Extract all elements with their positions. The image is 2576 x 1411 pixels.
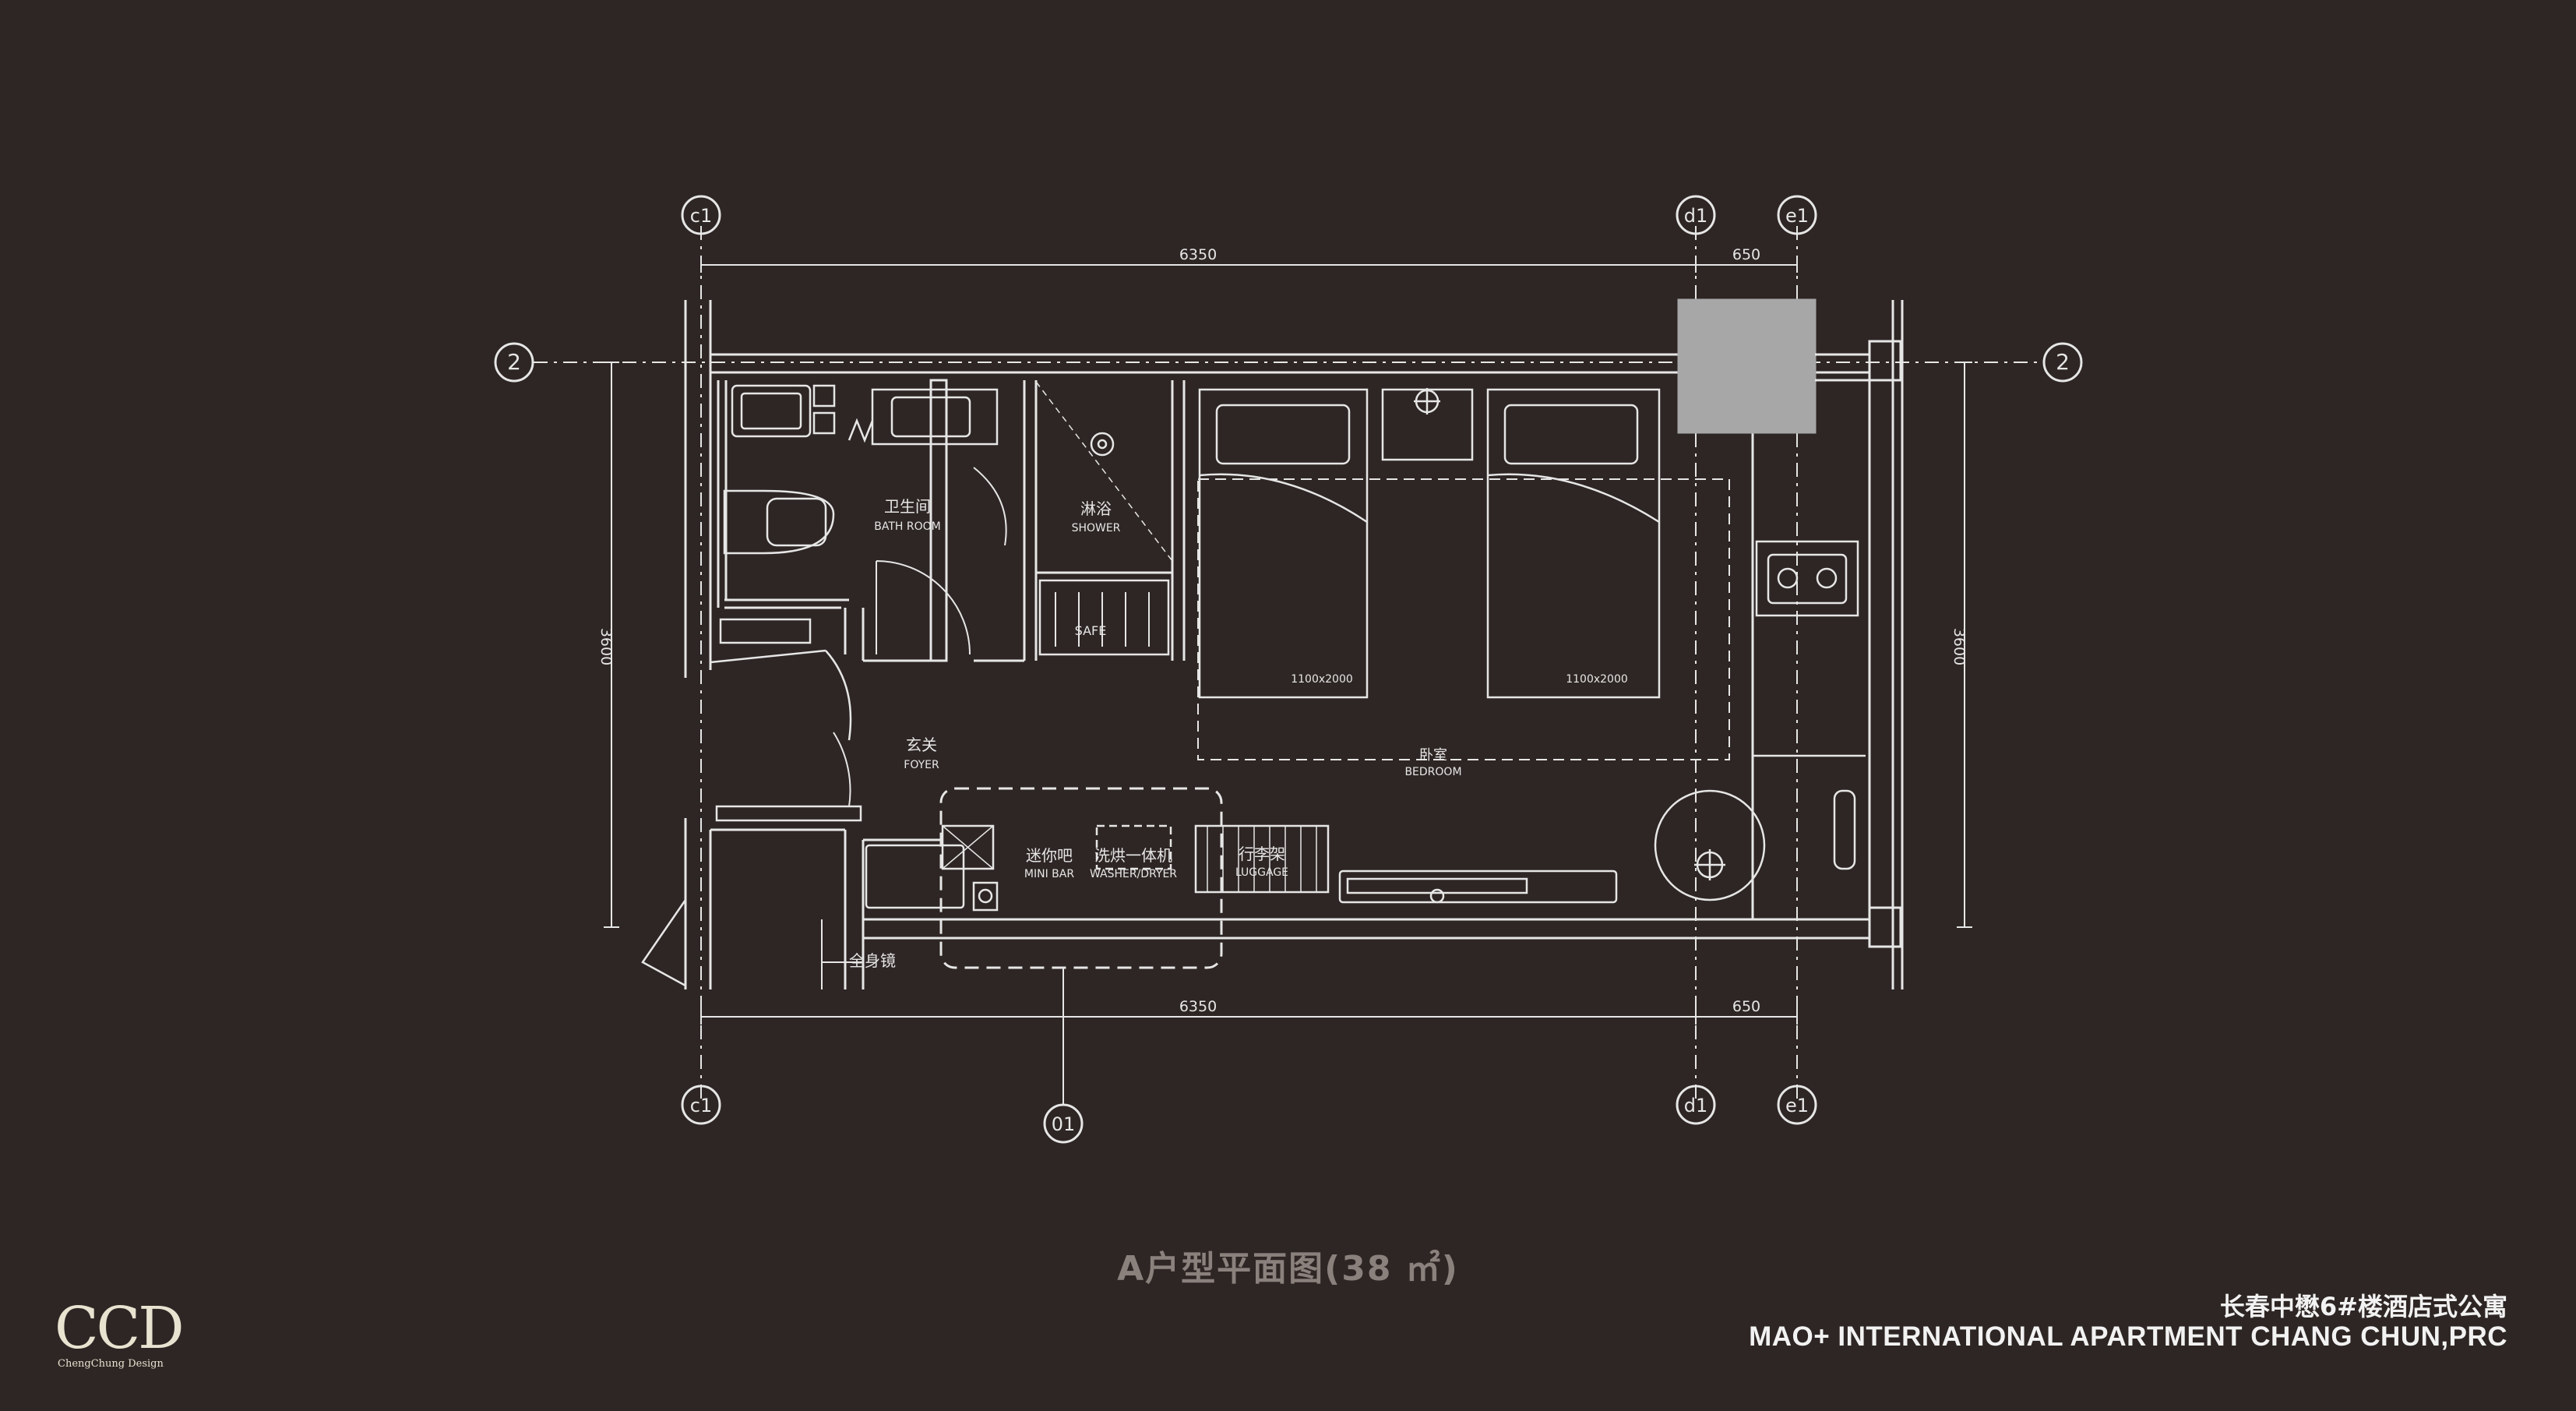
toilet-icon: [723, 489, 835, 555]
bedroom-furniture: [939, 388, 1866, 1105]
plan-title: A户型平面图(38 ㎡): [1117, 1249, 1459, 1289]
label-shower-cn: 淋浴: [1080, 499, 1112, 518]
grid-label-01: 01: [1052, 1113, 1076, 1135]
blanket-1: [1199, 473, 1368, 524]
grid-label-e1-top: e1: [1785, 205, 1809, 227]
label-washer-en: WASHER/DRYER: [1090, 868, 1177, 880]
dim-right-height: 3600: [1951, 628, 1968, 665]
bed-1: [1198, 388, 1369, 699]
grid-bubble-d1-bottom: [1676, 1085, 1716, 1125]
bathtub-icon: [731, 384, 812, 438]
dim-bottom-main: 6350: [1179, 998, 1217, 1015]
dim-top-side: 650: [1732, 246, 1760, 263]
grid-bubble-2-left: [494, 342, 534, 383]
grid-bubble-d1-top: [1676, 195, 1716, 235]
kitchenette-sink: [1755, 540, 1859, 617]
grid-label-d1-top: d1: [1684, 205, 1708, 227]
grid-bubble-2-right: [2042, 342, 2083, 383]
grid-axes: c1 d1 e1 c1 d1 e1 01 2 2: [494, 195, 2083, 1144]
outlet-icon: [812, 384, 836, 407]
label-bathroom-en: BATH ROOM: [874, 520, 940, 533]
pillow-1: [1215, 404, 1351, 465]
grid-bubble-c1-top: [681, 195, 721, 235]
grid-label-c1-bottom: c1: [690, 1095, 712, 1116]
small-box: [972, 881, 999, 912]
carpet-outline: [1197, 478, 1730, 760]
label-shower-en: SHOWER: [1072, 522, 1121, 534]
grid-label-2-left: 2: [507, 349, 521, 375]
bathroom-door-swing: [876, 560, 971, 655]
label-minibar-en: MINI BAR: [1024, 868, 1074, 880]
wardrobe-unit: [865, 844, 965, 909]
label-bed-1-size: 1100x2000: [1291, 673, 1353, 686]
grid-bubble-c1-bottom: [681, 1085, 721, 1125]
label-mirror-cn: 全身镜: [849, 951, 896, 970]
dimension-lines: 6350 650 6350 650 3600 3600: [597, 246, 1972, 1025]
dim-top-main: 6350: [1179, 246, 1217, 263]
safe-cabinet: [1038, 579, 1170, 656]
grid-label-2-right: 2: [2056, 349, 2070, 375]
label-minibar-cn: 迷你吧: [1026, 846, 1073, 865]
label-bed-2-size: 1100x2000: [1566, 673, 1628, 686]
armchair: [1654, 789, 1766, 901]
ccd-logo-subtitle: ChengChung Design: [58, 1358, 164, 1370]
counter-strip: [719, 618, 812, 644]
project-name-cn: 长春中懋6#楼酒店式公寓: [2219, 1292, 2507, 1321]
grid-label-d1-bottom: d1: [1684, 1095, 1708, 1116]
label-luggage-en: LUGGAGE: [1235, 866, 1288, 879]
label-foyer-en: FOYER: [904, 759, 939, 771]
bed-2: [1486, 388, 1661, 699]
dim-left-height: 3600: [597, 628, 615, 665]
label-washer-cn: 洗烘一体机: [1094, 846, 1172, 865]
grid-bubble-e1-bottom: [1777, 1085, 1817, 1125]
desk: [1338, 870, 1618, 904]
entry-area: [641, 649, 965, 989]
walls: [684, 300, 1904, 989]
grid-label-e1-bottom: e1: [1785, 1095, 1809, 1116]
label-bedroom-en: BEDROOM: [1404, 766, 1461, 778]
ccd-logo: CCD: [55, 1295, 185, 1362]
shower-drain-icon: [1090, 432, 1115, 457]
label-foyer-cn: 玄关: [906, 735, 937, 754]
washbasin-icon: [871, 388, 999, 446]
dim-bottom-side: 650: [1732, 998, 1760, 1015]
project-name-en: MAO+ INTERNATIONAL APARTMENT CHANG CHUN,…: [1749, 1321, 2507, 1352]
washer-box: [1095, 824, 1172, 870]
window-frames: [1815, 340, 1902, 948]
foyer-shelf: [715, 805, 862, 822]
window-box: [1677, 298, 1817, 434]
label-bedroom-cn: 卧室: [1419, 747, 1447, 764]
grid-bubble-e1-top: [1777, 195, 1817, 235]
luggage-rack: [1194, 824, 1330, 894]
entry-door-swing: [641, 899, 687, 987]
minibar-highlight-box: [939, 787, 1223, 969]
faucet-icon: [848, 418, 874, 443]
minibar-box: [941, 824, 995, 870]
pillow-2: [1503, 404, 1639, 465]
bathroom-fixtures: [719, 381, 1173, 656]
blanket-2: [1487, 473, 1660, 524]
grid-label-c1-top: c1: [690, 205, 712, 227]
label-safe: SAFE: [1075, 623, 1107, 638]
label-luggage-cn: 行李架: [1239, 845, 1285, 863]
label-bathroom-cn: 卫生间: [884, 497, 931, 516]
window-seat: [1833, 789, 1856, 870]
